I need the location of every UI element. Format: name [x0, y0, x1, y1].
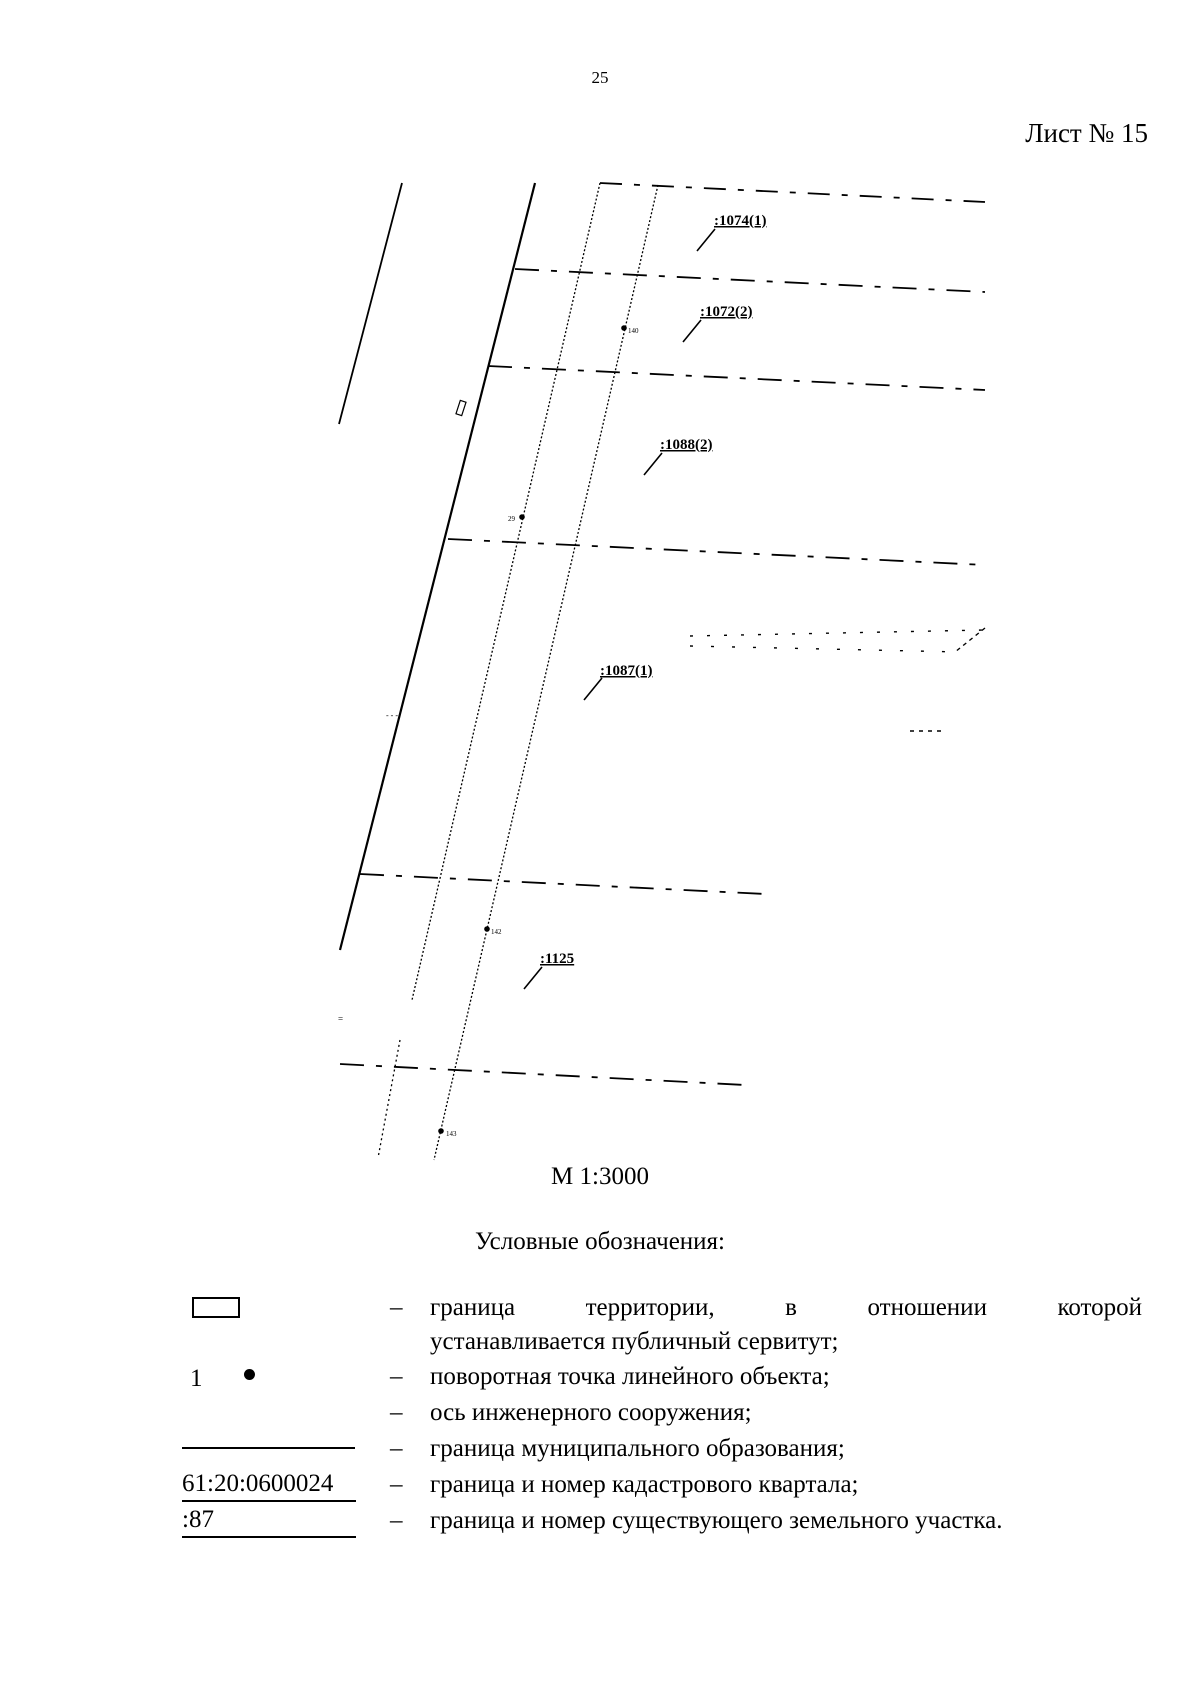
legend-dash: –: [390, 1471, 403, 1498]
leader-line: [583, 677, 603, 701]
parcel-boundary-fragment: [954, 627, 986, 653]
parcel-boundary: [514, 268, 986, 293]
parcel-label: :1074(1): [714, 213, 767, 229]
parcel-label: :1125: [540, 951, 574, 967]
legend-dash: –: [390, 1294, 403, 1321]
road-edge-line: [338, 182, 537, 951]
legend-item-municipal-boundary: – граница муниципального образования;: [182, 1432, 1142, 1466]
turning-point-dot: [519, 514, 525, 520]
servitude-boundary-right: [433, 184, 659, 1161]
turning-point-dot: [484, 926, 490, 932]
turning-point-dot: [438, 1128, 444, 1134]
legend-item-engineering-axis: – ось инженерного сооружения;: [182, 1396, 1142, 1430]
parcel-label: :1087(1): [600, 663, 653, 679]
legend-dash: –: [390, 1507, 403, 1534]
point-dot-icon: [244, 1369, 255, 1380]
legend-text: граница территории, в отношении которой …: [430, 1291, 1142, 1359]
turning-point-label: 29: [508, 515, 516, 523]
parcel-number: :87: [182, 1504, 356, 1538]
parcel-boundary: [447, 538, 986, 566]
parcel-boundary-fragment: [689, 645, 961, 653]
legend-text-line: устанавливается публичный сервитут;: [430, 1328, 839, 1355]
leader-line: [682, 319, 702, 343]
servitude-boundary-symbol: [192, 1297, 240, 1318]
municipal-boundary-line: [338, 182, 403, 425]
turning-point-dot: [621, 325, 627, 331]
legend-dash: –: [390, 1399, 403, 1426]
legend-item-cadastral-quarter: 61:20:0600024 – граница и номер кадастро…: [182, 1468, 1142, 1502]
legend-dash: –: [390, 1363, 403, 1390]
legend-item-turning-point: 1 – поворотная точка линейного объекта;: [182, 1360, 1142, 1394]
legend-item-land-parcel: :87 – граница и номер существующего земе…: [182, 1504, 1142, 1538]
legend-text: граница муниципального образования;: [430, 1435, 845, 1462]
legend-text: граница и номер существующего земельного…: [430, 1507, 1003, 1534]
parcel-label: :1088(2): [660, 437, 713, 453]
leader-line: [696, 228, 716, 252]
legend-text-line: граница территории, в отношении которой: [430, 1294, 1142, 1321]
cadastral-quarter-number: 61:20:0600024: [182, 1468, 356, 1502]
leader-line: [643, 452, 663, 476]
parcel-boundary: [359, 873, 766, 895]
municipal-boundary-symbol: [182, 1447, 355, 1449]
legend-item-servitude-boundary: – граница территории, в отношении которо…: [182, 1291, 1142, 1361]
legend-text: поворотная точка линейного объекта;: [430, 1363, 830, 1390]
parcel-label: :1072(2): [700, 304, 753, 320]
legend-title: Условные обозначения:: [474, 1228, 726, 1255]
parcel-boundary: [339, 1063, 746, 1086]
turning-points: 140 29 142 143: [438, 325, 639, 1138]
legend-text: ось инженерного сооружения;: [430, 1399, 752, 1426]
parcel-boundary: [599, 182, 986, 203]
parcel-boundary-fragment: [689, 629, 986, 637]
point-number: 1: [190, 1365, 203, 1392]
turning-point-label: 140: [628, 327, 639, 335]
tick-mark: =: [338, 1014, 343, 1024]
servitude-boundary-lower: [377, 1039, 401, 1159]
legend-text: граница и номер кадастрового квартала;: [430, 1471, 859, 1498]
tick-mark: - - -: [386, 711, 398, 720]
small-structure: [455, 399, 467, 417]
turning-point-label: 142: [491, 928, 502, 936]
turning-point-label: 143: [446, 1130, 457, 1138]
leader-line: [523, 966, 543, 990]
legend-dash: –: [390, 1435, 403, 1462]
parcel-label-group: :1074(1) :1072(2) :1088(2) :1087(1) :112…: [523, 213, 767, 990]
map-scale: М 1:3000: [551, 1163, 649, 1190]
parcel-boundaries: [339, 182, 986, 1086]
servitude-boundary-left: [411, 182, 601, 1001]
sheet-label: Лист № 15: [1025, 118, 1148, 148]
page-number: 25: [591, 68, 609, 87]
parcel-boundary: [487, 365, 986, 391]
